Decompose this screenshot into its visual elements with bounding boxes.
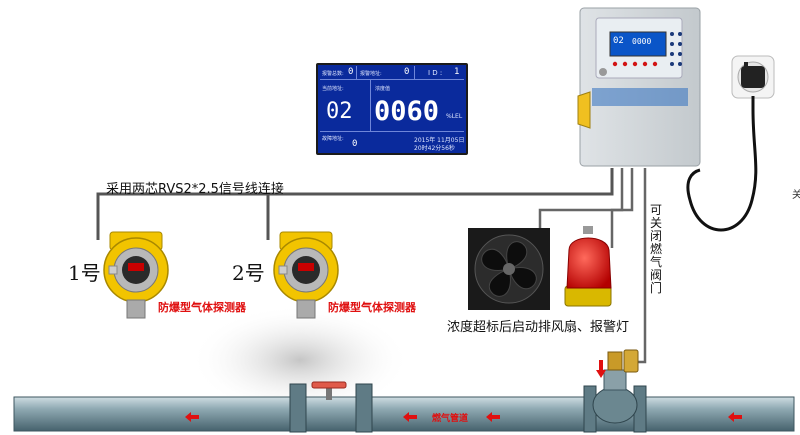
lcd-date: 2015年 11月05日	[414, 137, 465, 144]
gas-pipe-label: 燃气管道	[432, 414, 469, 424]
lcd-time: 20时42分56秒	[414, 145, 455, 152]
lcd-unit: %LEL	[446, 113, 463, 120]
gas-detector-1-graphic	[103, 231, 169, 319]
valve-caption: 可关闭燃气阀门	[650, 203, 663, 295]
detector-1-number: 1号	[68, 261, 101, 285]
wiring-caption: 采用两芯RVS2*2.5信号线连接	[106, 182, 284, 197]
controller-screen-value: 0000	[632, 37, 652, 46]
gas-detector-2-graphic	[273, 231, 339, 319]
lcd-label-fault-addr: 故障地址:	[322, 136, 344, 142]
edge-glyph: 关	[792, 190, 800, 201]
lcd-display-panel: 报警总数: 0 报警地址: 0 I D : 1 当前地址: 浓度值 02 006…	[316, 63, 468, 155]
lcd-alarm-addr: 0	[404, 67, 410, 77]
lcd-id-label: I D :	[428, 69, 443, 77]
exhaust-fan	[468, 228, 550, 310]
gas-pipe	[13, 349, 795, 433]
lcd-concentration: 0060	[374, 96, 440, 127]
fan-lamp-caption: 浓度超标后启动排风扇、报警灯	[447, 320, 630, 335]
power-socket	[686, 55, 775, 232]
lcd-label-alarm-total: 报警总数:	[322, 71, 344, 77]
controller-screen-addr: 02	[613, 36, 624, 46]
lcd-label-alarm-addr: 报警地址:	[360, 71, 382, 77]
alarm-lamp	[564, 226, 612, 307]
lcd-label-current-addr: 当前地址:	[322, 86, 344, 92]
lcd-id-value: 1	[454, 67, 460, 77]
shadow-blob	[190, 305, 410, 415]
detector-1-label: 防爆型气体探测器	[158, 301, 246, 314]
detector-2-number: 2号	[232, 261, 265, 285]
lcd-label-concentration: 浓度值	[375, 86, 391, 92]
lcd-alarm-total: 0	[348, 67, 354, 77]
detector-2-label: 防爆型气体探测器	[328, 301, 416, 314]
lcd-fault-addr: 0	[352, 139, 358, 149]
alarm-controller	[577, 7, 701, 167]
lcd-current-addr: 02	[326, 99, 353, 124]
